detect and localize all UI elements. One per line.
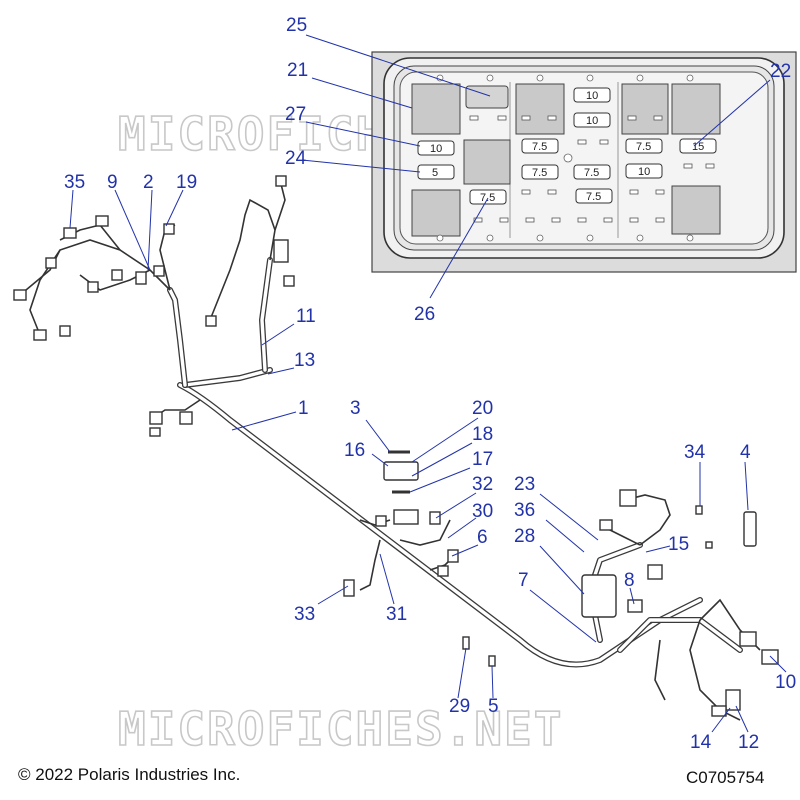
svg-text:7.5: 7.5 <box>532 141 547 153</box>
callout-21: 21 <box>287 60 308 81</box>
front-harness-cluster <box>13 215 176 341</box>
svg-text:15: 15 <box>692 141 704 153</box>
fuse: 10 <box>573 112 611 128</box>
fuse: 7.5 <box>521 138 559 154</box>
fuse: 7.5 <box>625 138 663 154</box>
callout-20: 20 <box>472 398 493 419</box>
callout-10: 10 <box>775 672 796 693</box>
relay-block <box>463 139 511 185</box>
callout-labels: 25 21 22 27 24 26 35 9 2 19 11 13 1 3 16… <box>64 15 796 753</box>
svg-text:7.5: 7.5 <box>532 167 547 179</box>
callout-2: 2 <box>143 172 154 193</box>
svg-text:5: 5 <box>432 167 438 179</box>
callout-23: 23 <box>514 474 535 495</box>
fuse: 15 <box>679 138 717 154</box>
callout-34: 34 <box>684 442 706 463</box>
leader-lines <box>69 34 787 733</box>
callout-19: 19 <box>176 172 197 193</box>
copyright-text: © 2022 Polaris Industries Inc. <box>18 765 241 784</box>
svg-text:10: 10 <box>586 115 598 127</box>
relay-block <box>671 83 721 135</box>
loose-part <box>462 636 470 650</box>
fuse: 10 <box>417 140 455 156</box>
callout-31: 31 <box>386 604 407 625</box>
relay-block <box>671 185 721 235</box>
svg-text:7.5: 7.5 <box>636 141 651 153</box>
fuse: 7.5 <box>521 164 559 180</box>
svg-text:7.5: 7.5 <box>584 167 599 179</box>
svg-text:10: 10 <box>638 166 650 178</box>
callout-11: 11 <box>296 306 316 327</box>
callout-7: 7 <box>518 570 529 591</box>
callout-25: 25 <box>286 15 307 36</box>
rear-harness-cluster <box>581 489 779 721</box>
svg-text:7.5: 7.5 <box>586 191 601 203</box>
relay-block <box>621 83 669 135</box>
callout-9: 9 <box>107 172 118 193</box>
callout-30: 30 <box>472 501 493 522</box>
middle-connectors <box>343 509 459 597</box>
callout-35: 35 <box>64 172 85 193</box>
fuse: 7.5 <box>575 188 613 204</box>
callout-16: 16 <box>344 440 365 461</box>
relay-block <box>411 83 461 135</box>
callout-27: 27 <box>285 104 306 125</box>
loose-part <box>488 655 496 667</box>
callout-1: 1 <box>298 398 309 419</box>
watermark-bottom: MICROFICHES.NET <box>118 702 563 756</box>
callout-33: 33 <box>294 604 315 625</box>
callout-29: 29 <box>449 696 470 717</box>
dash-harness-branch <box>205 175 295 327</box>
callout-24: 24 <box>285 148 307 169</box>
callout-4: 4 <box>740 442 751 463</box>
callout-36: 36 <box>514 500 535 521</box>
callout-17: 17 <box>472 449 493 470</box>
callout-13: 13 <box>294 350 315 371</box>
fuse-box-parts <box>383 450 419 494</box>
callout-8: 8 <box>624 570 635 591</box>
fuse: 5 <box>417 164 455 180</box>
fuse: 10 <box>573 87 611 103</box>
callout-6: 6 <box>477 527 488 548</box>
callout-12: 12 <box>738 732 759 753</box>
lower-front-connectors <box>149 399 201 437</box>
diagram-code: C0705754 <box>686 768 765 787</box>
callout-26: 26 <box>414 304 435 325</box>
callout-3: 3 <box>350 398 361 419</box>
relay-block <box>411 189 461 237</box>
fuse: 7.5 <box>469 189 507 205</box>
svg-text:10: 10 <box>586 90 598 102</box>
callout-5: 5 <box>488 696 499 717</box>
callout-22: 22 <box>770 61 791 82</box>
callout-32: 32 <box>472 474 493 495</box>
fuse: 7.5 <box>573 164 611 180</box>
callout-28: 28 <box>514 526 535 547</box>
main-harness-trunk <box>167 257 743 668</box>
relay-block <box>515 83 565 135</box>
callout-15: 15 <box>668 534 689 555</box>
diode <box>465 85 509 109</box>
fuse-box-inset: 10 10 10 5 7.5 7.5 7.5 7.5 15 10 7.5 7.5 <box>371 51 797 273</box>
callout-14: 14 <box>690 732 712 753</box>
fuse: 10 <box>625 163 663 179</box>
svg-text:10: 10 <box>430 143 442 155</box>
callout-18: 18 <box>472 424 493 445</box>
